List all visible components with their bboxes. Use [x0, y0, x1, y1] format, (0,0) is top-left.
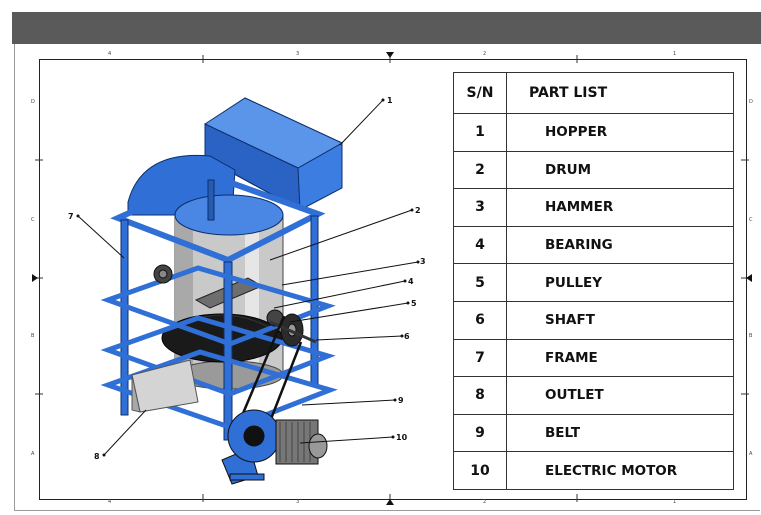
callout-4: 4 [408, 277, 414, 286]
row-sn: 10 [453, 451, 507, 490]
row-part-name: FRAME [506, 338, 734, 378]
callout-1: 1 [387, 96, 393, 105]
zone-label-left: A [31, 451, 35, 457]
row-part-name: HAMMER [506, 188, 734, 227]
hopper [203, 97, 344, 211]
zone-label-top: 4 [108, 51, 112, 57]
zone-label-right: C [749, 217, 753, 223]
viewer-toolbar [12, 12, 761, 44]
zone-label-left: C [31, 217, 35, 223]
row-sn: 9 [453, 413, 507, 453]
outlet [131, 359, 199, 413]
row-part-name: OUTLET [506, 376, 734, 415]
zone-label-right: A [749, 451, 753, 457]
leader-lines [77, 99, 419, 456]
table-header-row: S/N PART LIST [453, 72, 734, 114]
row-part-name: PULLEY [506, 263, 734, 302]
callout-7: 7 [68, 212, 74, 221]
zone-label-bottom: 1 [673, 499, 677, 505]
electric-motor [221, 409, 328, 485]
zone-label-top: 2 [483, 51, 487, 57]
row-sn: 3 [453, 188, 507, 227]
row-part-name: HOPPER [506, 113, 734, 152]
zone-label-right: D [749, 99, 753, 105]
zone-label-bottom: 3 [296, 499, 300, 505]
header-part-list: PART LIST [506, 72, 734, 114]
leader-dots [76, 98, 420, 457]
row-sn: 2 [453, 150, 507, 190]
callout-3: 3 [420, 257, 426, 266]
row-sn: 5 [453, 263, 507, 302]
row-sn: 4 [453, 225, 507, 265]
callout-10: 10 [396, 433, 408, 442]
row-part-name: BEARING [506, 225, 734, 265]
zone-label-top: 3 [296, 51, 300, 57]
row-part-name: SHAFT [506, 300, 734, 340]
row-part-name: ELECTRIC MOTOR [506, 451, 734, 490]
zone-label-left: D [31, 99, 35, 105]
zone-label-bottom: 2 [483, 499, 487, 505]
header-sn: S/N [453, 72, 507, 114]
zone-label-top: 1 [673, 51, 677, 57]
callout-6: 6 [404, 332, 410, 341]
row-sn: 1 [453, 113, 507, 152]
callout-9: 9 [398, 396, 404, 405]
callout-8: 8 [94, 452, 100, 461]
zone-label-bottom: 4 [108, 499, 112, 505]
callout-5: 5 [411, 299, 417, 308]
row-sn: 8 [453, 376, 507, 415]
zone-label-right: B [749, 333, 753, 339]
row-part-name: BELT [506, 413, 734, 453]
row-sn: 7 [453, 338, 507, 378]
row-part-name: DRUM [506, 150, 734, 190]
callout-2: 2 [415, 206, 421, 215]
shaft [269, 320, 317, 344]
zone-label-left: B [31, 333, 35, 339]
row-sn: 6 [453, 300, 507, 340]
drawing-border [39, 59, 747, 500]
centering-arrows [32, 52, 752, 505]
